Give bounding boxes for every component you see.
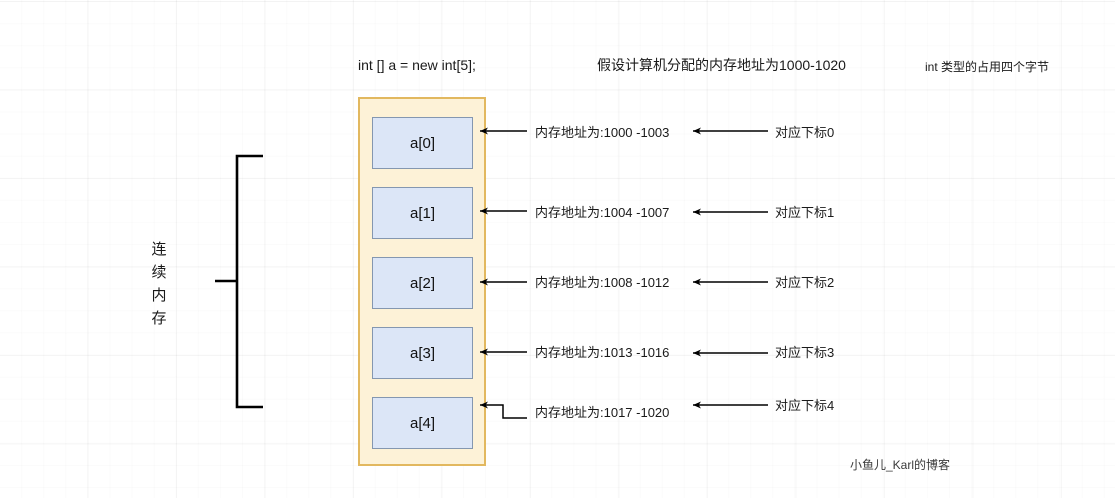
- contiguous-memory-label: 连续内存: [151, 241, 167, 327]
- index-label-4: 对应下标4: [775, 398, 835, 413]
- arrow-cell-4: [480, 401, 527, 419]
- contiguous-memory-brace: [215, 154, 263, 409]
- code-declaration-label: int [] a = new int[5];: [358, 57, 476, 73]
- index-label-3: 对应下标3: [775, 345, 835, 360]
- array-cell-1: a[1]: [372, 187, 473, 239]
- index-label-2: 对应下标2: [775, 275, 835, 290]
- array-cell-3: a[3]: [372, 327, 473, 379]
- array-cell-2: a[2]: [372, 257, 473, 309]
- int-size-label: int 类型的占用四个字节: [925, 60, 1050, 74]
- address-label-0: 内存地址为:1000 -1003: [535, 125, 670, 140]
- array-cell-4: a[4]: [372, 397, 473, 449]
- address-label-2: 内存地址为:1008 -1012: [535, 275, 670, 290]
- index-label-0: 对应下标0: [775, 125, 835, 140]
- watermark-label: 小鱼儿_Karl的博客: [850, 458, 951, 472]
- array-cell-0: a[0]: [372, 117, 473, 169]
- address-label-4: 内存地址为:1017 -1020: [535, 405, 670, 420]
- memory-range-label: 假设计算机分配的内存地址为1000-1020: [597, 57, 846, 73]
- address-label-3: 内存地址为:1013 -1016: [535, 345, 670, 360]
- address-label-1: 内存地址为:1004 -1007: [535, 205, 670, 220]
- index-label-1: 对应下标1: [775, 205, 835, 220]
